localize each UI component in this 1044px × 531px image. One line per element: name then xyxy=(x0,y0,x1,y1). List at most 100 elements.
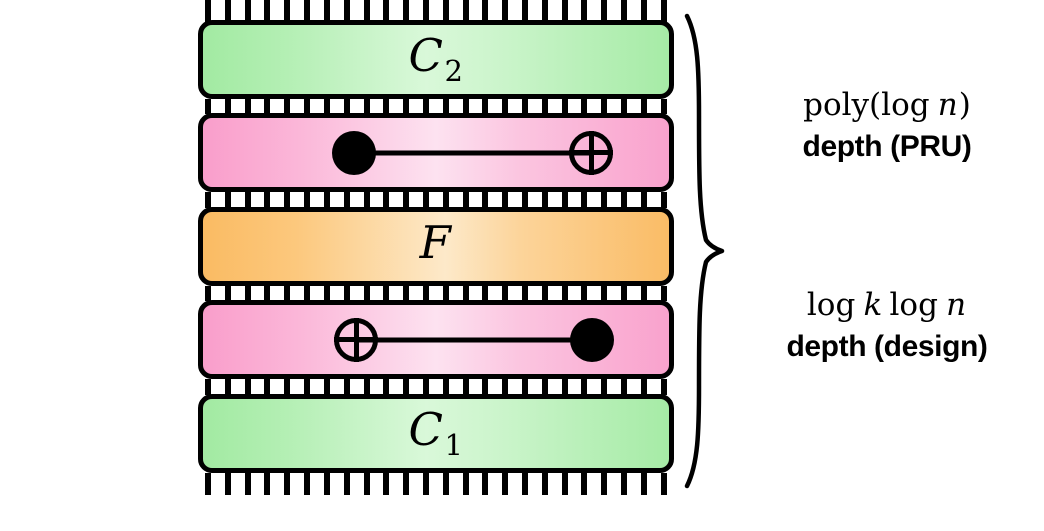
annotation-lower-math-mid: log xyxy=(883,287,945,323)
xor-circle-icon xyxy=(569,130,613,175)
qubit-wire-tick xyxy=(244,192,251,208)
qubit-wire-tick xyxy=(462,99,469,114)
qubit-wire-tick xyxy=(462,379,469,395)
gate-box-f[interactable]: F xyxy=(198,207,674,286)
quantum-circuit-stack: C2 F xyxy=(196,0,676,531)
wire-row-c2-cnot-top xyxy=(198,99,674,114)
gate-box-c1[interactable]: C1 xyxy=(198,394,674,473)
qubit-wire-tick xyxy=(264,379,271,395)
qubit-wire-tick xyxy=(284,286,291,301)
qubit-wire-tick xyxy=(403,99,410,114)
qubit-wire-tick xyxy=(561,473,568,495)
annotation-upper-math-post: ) xyxy=(958,87,971,123)
gate-box-cnot-bottom[interactable] xyxy=(198,300,674,379)
qubit-wire-tick xyxy=(660,0,667,22)
qubit-wire-tick xyxy=(601,99,608,114)
gate-label-c2-main: C xyxy=(408,29,444,83)
qubit-wire-tick xyxy=(264,192,271,208)
qubit-wire-tick xyxy=(323,379,330,395)
qubit-wire-tick xyxy=(601,192,608,208)
qubit-wire-tick xyxy=(363,192,370,208)
qubit-wire-tick xyxy=(581,379,588,395)
qubit-wire-tick xyxy=(660,379,667,395)
qubit-wire-tick xyxy=(224,192,231,208)
xor-circle-icon xyxy=(334,317,378,362)
qubit-wire-tick xyxy=(383,379,390,395)
gate-box-c2[interactable]: C2 xyxy=(198,20,674,99)
gate-label-f-main: F xyxy=(419,216,452,270)
qubit-wire-tick xyxy=(601,0,608,22)
qubit-wire-tick xyxy=(482,286,489,301)
qubit-wire-tick xyxy=(442,286,449,301)
filled-dot-icon xyxy=(570,317,614,362)
annotation-lower-math: log k log n xyxy=(742,287,1032,324)
qubit-wire-tick xyxy=(343,0,350,22)
qubit-wire-tick xyxy=(621,473,628,495)
qubit-wire-tick xyxy=(640,99,647,114)
cnot-connector-line-top xyxy=(352,150,592,155)
qubit-wire-tick xyxy=(640,0,647,22)
qubit-wire-tick xyxy=(482,99,489,114)
qubit-wire-tick xyxy=(304,0,311,22)
filled-dot-icon xyxy=(332,130,376,175)
qubit-wire-tick xyxy=(363,0,370,22)
cnot-gate-bottom xyxy=(234,312,638,368)
qubit-wire-tick xyxy=(561,286,568,301)
qubit-wire-tick xyxy=(284,379,291,395)
qubit-wire-tick xyxy=(522,473,528,495)
qubit-wire-tick xyxy=(422,0,429,22)
qubit-wire-tick xyxy=(462,0,469,22)
annotation-upper-math-var: n xyxy=(937,87,958,123)
right-curly-brace-icon xyxy=(684,12,728,490)
wire-row-f-cnot-bottom xyxy=(198,286,674,301)
wire-row-cnot-bottom-c1 xyxy=(198,379,674,395)
qubit-wire-tick xyxy=(601,286,608,301)
qubit-wire-tick xyxy=(264,99,271,114)
qubit-wire-tick xyxy=(482,192,489,208)
qubit-wire-tick xyxy=(244,0,251,22)
qubit-wire-tick xyxy=(522,99,528,114)
qubit-wire-tick xyxy=(422,99,429,114)
qubit-wire-tick xyxy=(640,286,647,301)
qubit-wire-tick xyxy=(383,99,390,114)
qubit-wire-tick xyxy=(244,99,251,114)
qubit-wire-tick xyxy=(363,286,370,301)
qubit-wire-tick xyxy=(343,192,350,208)
gate-label-c1-sub: 1 xyxy=(444,427,464,462)
qubit-wire-tick xyxy=(522,192,528,208)
qubit-wire-tick xyxy=(581,192,588,208)
qubit-wire-tick xyxy=(621,99,628,114)
qubit-wire-tick xyxy=(224,379,231,395)
gate-box-cnot-top[interactable] xyxy=(198,113,674,192)
qubit-wire-tick xyxy=(541,473,548,495)
qubit-wire-tick xyxy=(363,379,370,395)
wire-row-cnot-top-f xyxy=(198,192,674,208)
qubit-wire-tick xyxy=(482,379,489,395)
qubit-wire-tick xyxy=(403,286,410,301)
qubit-wire-tick xyxy=(462,192,469,208)
qubit-wire-tick xyxy=(621,0,628,22)
qubit-wire-tick xyxy=(621,286,628,301)
annotation-upper-math-pre: poly(log xyxy=(803,87,936,123)
qubit-wire-tick xyxy=(502,99,509,114)
qubit-wire-tick xyxy=(383,286,390,301)
annotation-upper-math: poly(log n) xyxy=(742,87,1032,124)
qubit-wire-tick xyxy=(403,0,410,22)
qubit-wire-tick xyxy=(422,192,429,208)
wire-row-top xyxy=(198,0,674,22)
qubit-wire-tick xyxy=(581,473,588,495)
qubit-wire-tick xyxy=(442,0,449,22)
qubit-wire-tick xyxy=(323,473,330,495)
qubit-wire-tick xyxy=(363,99,370,114)
qubit-wire-tick xyxy=(522,0,528,22)
qubit-wire-tick xyxy=(343,286,350,301)
gate-label-c1: C1 xyxy=(409,407,464,459)
qubit-wire-tick xyxy=(205,192,211,208)
qubit-wire-tick xyxy=(601,473,608,495)
qubit-wire-tick xyxy=(660,286,667,301)
qubit-wire-tick xyxy=(660,473,667,495)
qubit-wire-tick xyxy=(284,473,291,495)
qubit-wire-tick xyxy=(462,473,469,495)
qubit-wire-tick xyxy=(442,379,449,395)
qubit-wire-tick xyxy=(502,192,509,208)
